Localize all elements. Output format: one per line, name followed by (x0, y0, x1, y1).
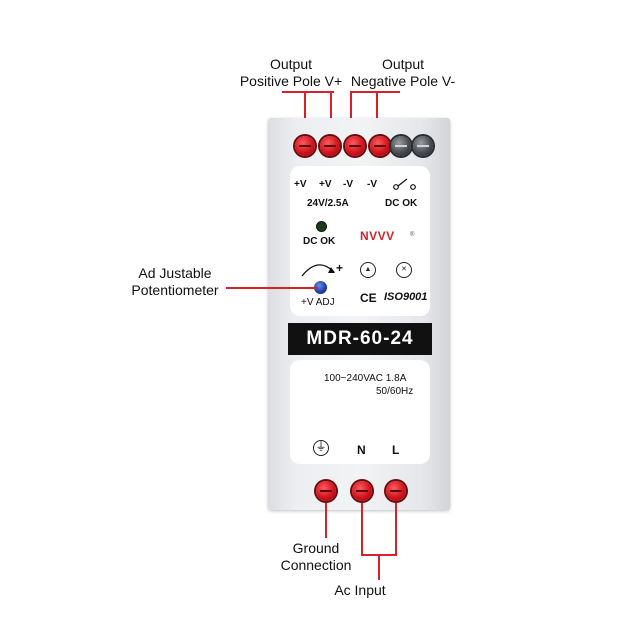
dc-ok-terminal-label: DC OK (385, 198, 418, 209)
terminal-positive-1[interactable] (295, 136, 315, 156)
pot-label: +V ADJ (301, 297, 335, 308)
input-rating: 100~240VAC 1.8A (324, 373, 407, 384)
leader-negative-v1 (350, 91, 352, 139)
front-panel-top (290, 166, 430, 316)
leader-potentiometer (226, 287, 318, 289)
leader-positive-v2 (330, 91, 332, 139)
terminal-ground[interactable] (316, 481, 336, 501)
output-negative-label: Output Negative Pole V- (350, 56, 456, 89)
relay-switch-icon (393, 178, 416, 190)
terminal-dc-ok-1[interactable] (391, 136, 411, 156)
brand-logo: NVVV (360, 229, 395, 243)
terminal-label-negative-2: -V (367, 179, 377, 190)
terminal-positive-2[interactable] (320, 136, 340, 156)
leader-ground (325, 503, 327, 538)
frequency: 50/60Hz (376, 386, 414, 397)
ac-input-label: Ac Input (334, 582, 386, 598)
terminal-label-negative-1: -V (343, 179, 353, 190)
dc-ok-led-label: DC OK (303, 236, 336, 247)
leader-positive-h (282, 91, 334, 93)
dc-ok-led (317, 222, 326, 231)
ground-symbol-icon: ⏚ (313, 440, 329, 456)
input-label-l: L (392, 443, 400, 457)
input-label-n: N (357, 443, 366, 457)
output-positive-label: Output Positive Pole V+ (239, 56, 343, 89)
terminal-line[interactable] (386, 481, 406, 501)
ce-mark: CE (360, 291, 377, 305)
voltage-adjust-potentiometer[interactable] (314, 281, 327, 294)
adjust-arrow-icon: + (301, 261, 343, 277)
leader-negative-h (350, 91, 400, 93)
iso-mark: ISO9001 (384, 291, 428, 303)
terminal-dc-ok-2[interactable] (413, 136, 433, 156)
leader-negative-v2 (376, 91, 378, 139)
leader-positive-v1 (304, 91, 306, 139)
terminal-negative-1[interactable] (345, 136, 365, 156)
output-terminal-row (289, 132, 433, 162)
terminal-label-positive-1: +V (294, 179, 307, 190)
ground-connection-label: Ground Connection (280, 540, 352, 573)
leader-line (395, 503, 397, 555)
leader-neutral (361, 503, 363, 555)
cert-mark-2: ✕ (396, 262, 412, 278)
rating-label: 24V/2.5A (307, 198, 349, 209)
cert-mark-1: ▲ (360, 262, 376, 278)
model-number: MDR-60-24 (288, 323, 432, 355)
svg-text:+: + (336, 261, 343, 275)
leader-ac-v (378, 554, 380, 580)
terminal-negative-2[interactable] (370, 136, 390, 156)
terminal-neutral[interactable] (352, 481, 372, 501)
terminal-label-positive-2: +V (319, 179, 332, 190)
registered-mark: ® (410, 232, 415, 238)
potentiometer-label: Ad Justable Potentiometer (131, 265, 219, 298)
